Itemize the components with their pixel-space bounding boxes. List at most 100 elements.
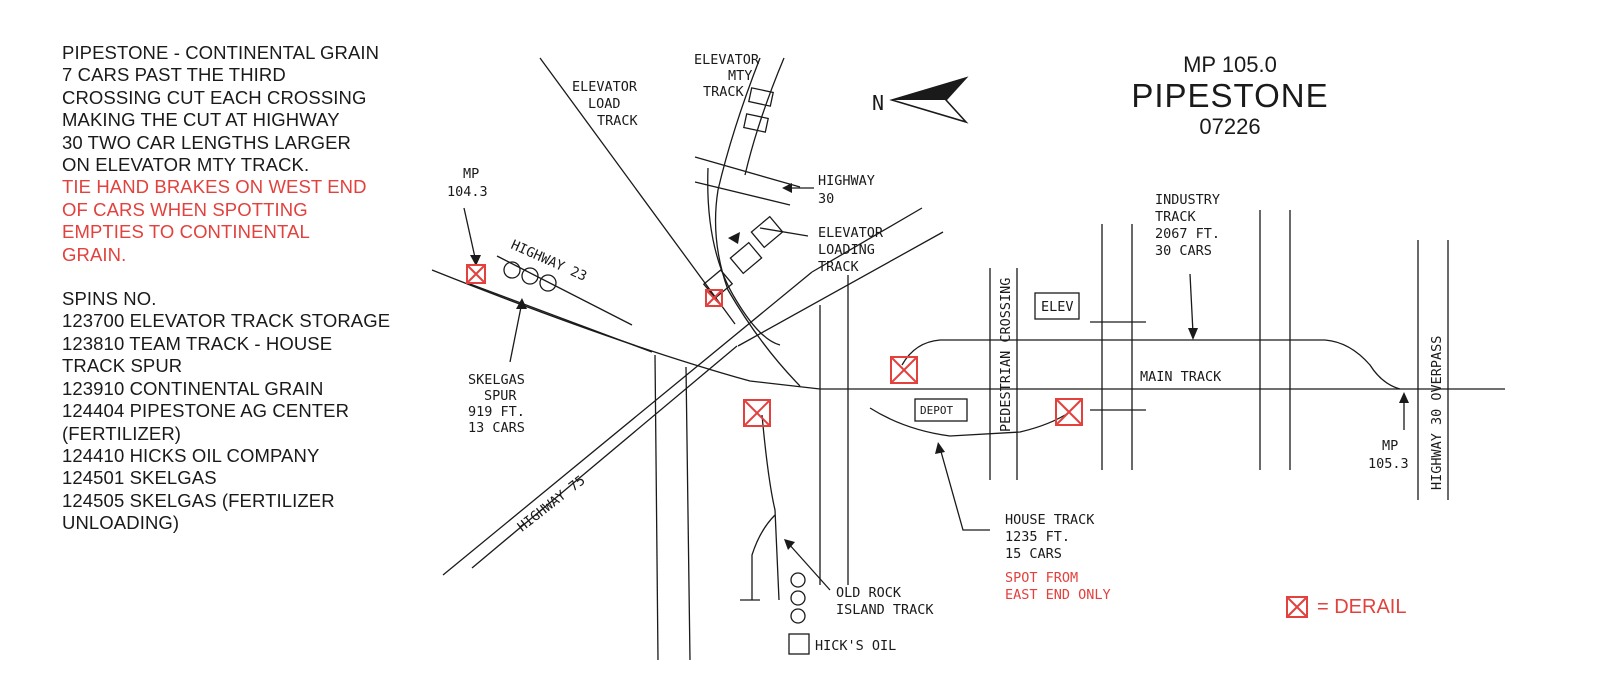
skelgas-spur-label: 919 FT. (468, 404, 525, 420)
industry-track-label: TRACK (1155, 209, 1197, 225)
elev-building-label: ELEV (1041, 299, 1074, 315)
cross-street (685, 366, 691, 661)
arrowhead (470, 255, 481, 266)
elevator-building (750, 215, 784, 249)
instruction-line: 7 CARS PAST THE THIRD (62, 64, 286, 86)
industry-track-label: 2067 FT. (1155, 226, 1220, 242)
leader-line (939, 447, 990, 531)
warning-line: OF CARS WHEN SPOTTING (62, 198, 308, 220)
depot-building-box (914, 398, 968, 422)
instruction-line: CROSSING CUT EACH CROSSING (62, 86, 367, 108)
highway-23-road (469, 283, 653, 353)
elevator-load-track-label: LOAD (588, 96, 621, 112)
derail-icon (890, 356, 918, 384)
elevator-mty-track-label: ELEVATOR (694, 52, 760, 68)
leader-line (1189, 273, 1194, 334)
north-label: N (872, 91, 884, 115)
arrowhead (1399, 392, 1409, 403)
operating-instructions: PIPESTONE - CONTINENTAL GRAIN 7 CARS PAS… (62, 42, 442, 535)
leader-line (509, 301, 523, 363)
derail-icon (1055, 398, 1083, 426)
depot-label: DEPOT (920, 404, 953, 417)
mp-104-3-label: 104.3 (447, 184, 488, 200)
spins-line: 123700 ELEVATOR TRACK STORAGE (62, 310, 391, 332)
elevator-building (702, 269, 734, 299)
spins-line: 124505 SKELGAS (FERTILIZER (62, 489, 335, 511)
station-milepost: MP 105.0 (1183, 52, 1277, 77)
arrowhead (782, 183, 792, 193)
cross-street (654, 354, 659, 661)
derail-icon (743, 399, 771, 427)
industry-track-label: INDUSTRY (1155, 192, 1220, 208)
elevator-load-track-label: TRACK (597, 113, 639, 129)
elev-building-box (1034, 292, 1080, 320)
oil-tank (790, 572, 806, 588)
highway-30-label: HIGHWAY (818, 173, 875, 189)
hicks-oil-building (788, 633, 810, 655)
leader-line (759, 227, 809, 237)
north-arrow-icon (892, 78, 966, 100)
derail-symbols (466, 264, 1083, 427)
house-track-label: 1235 FT. (1005, 529, 1070, 545)
house-track-note: EAST END ONLY (1005, 587, 1111, 603)
highway-75-road (811, 207, 923, 273)
old-rock-island-track-line (761, 414, 780, 601)
pedestrian-crossing-label: PEDESTRIAN CROSSING (998, 278, 1014, 432)
spins-line: (FERTILIZER) (62, 422, 182, 444)
spins-line: 124410 HICKS OIL COMPANY (62, 444, 320, 466)
mp-104-3-label: MP (463, 166, 479, 182)
arrowhead (728, 232, 740, 244)
elevator-load-track-label: ELEVATOR (572, 79, 638, 95)
warning-line: GRAIN. (62, 243, 127, 265)
skelgas-tank (521, 267, 539, 285)
old-rock-island-label: ISLAND TRACK (836, 602, 934, 618)
skelgas-spur-label: SKELGAS (468, 372, 525, 388)
mp-105-3-label: MP (1382, 438, 1398, 454)
spins-line: 124501 SKELGAS (62, 467, 217, 489)
mp-105-3-label: 105.3 (1368, 456, 1409, 472)
spins-line: 123810 TEAM TRACK - HOUSE (62, 332, 333, 354)
elevator-loading-track-label: TRACK (818, 259, 860, 275)
house-track-label: 15 CARS (1005, 546, 1062, 562)
highway-75-road (442, 271, 813, 576)
arrowhead (935, 442, 945, 454)
skelgas-tank (539, 274, 557, 292)
skelgas-spur-label: SPUR (484, 388, 517, 404)
skelgas-tank (503, 261, 521, 279)
instruction-line: ON ELEVATOR MTY TRACK. (62, 154, 310, 176)
spins-line: UNLOADING) (62, 512, 180, 534)
instruction-line: 30 TWO CAR LENGTHS LARGER (62, 131, 351, 153)
spins-line: 123910 CONTINENTAL GRAIN (62, 377, 324, 399)
highway-30-road (694, 181, 791, 206)
instruction-line: PIPESTONE - CONTINENTAL GRAIN (62, 42, 380, 63)
warning-line: TIE HAND BRAKES ON WEST END (62, 176, 367, 198)
old-rock-island-label: OLD ROCK (836, 585, 902, 601)
highway-75-label: HIGHWAY 75 (515, 473, 589, 536)
old-rock-island-track-line (751, 514, 776, 600)
north-arrow: N (872, 76, 969, 124)
elevator-loading-track-label: ELEVATOR (818, 225, 884, 241)
station-code: 07226 (1199, 114, 1261, 139)
highway-30-label: 30 (818, 191, 834, 207)
spins-line: TRACK SPUR (62, 355, 183, 377)
highway-23-label: HIGHWAY 23 (508, 237, 589, 285)
spins-heading: SPINS NO. (62, 288, 157, 310)
highway-30-overpass-label: HIGHWAY 30 OVERPASS (1429, 336, 1445, 490)
legend-label: = DERAIL (1317, 595, 1407, 618)
arrowhead (516, 298, 527, 309)
elevator-loading-track-line (707, 167, 781, 346)
leader-line (463, 207, 477, 263)
skelgas-spur-label: 13 CARS (468, 420, 525, 436)
highway-75-road (737, 231, 944, 347)
derail-icon (705, 289, 723, 307)
house-track-label: HOUSE TRACK (1005, 512, 1095, 528)
instruction-line: MAKING THE CUT AT HIGHWAY (62, 109, 340, 131)
derail-icon (466, 264, 486, 284)
warning-line: EMPTIES TO CONTINENTAL (62, 221, 310, 243)
elevator-mty-track-line (744, 57, 785, 176)
main-track-label: MAIN TRACK (1140, 369, 1222, 385)
elevator-building (729, 241, 763, 275)
house-track-line (869, 407, 1071, 437)
hicks-oil-label: HICK'S OIL (815, 638, 896, 654)
arrowhead (1188, 328, 1198, 340)
